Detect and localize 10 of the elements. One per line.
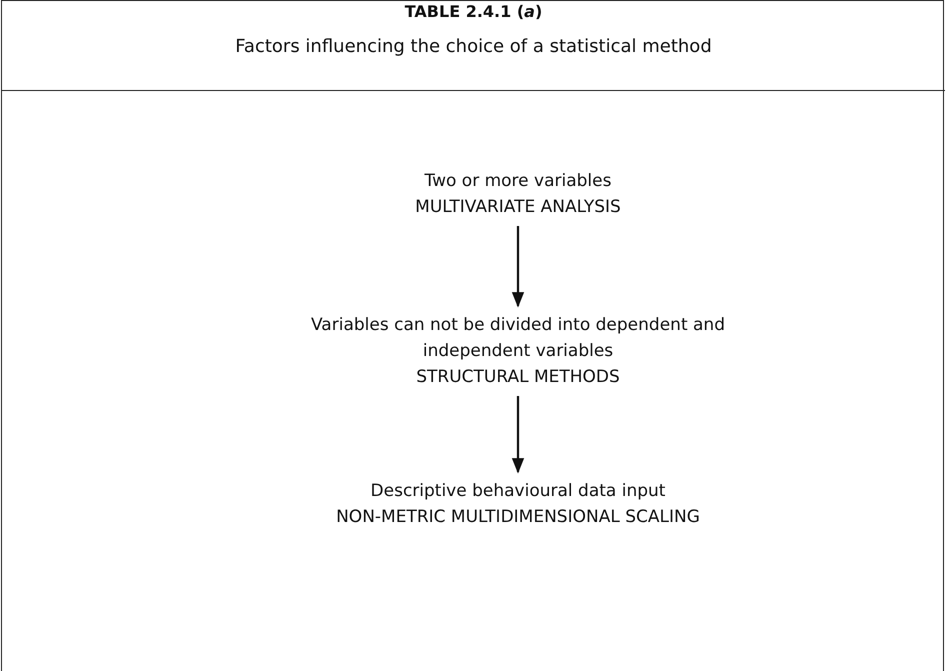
node-description: Two or more variables	[424, 170, 612, 193]
node-description: Descriptive behavioural data input	[370, 480, 666, 503]
node-description: Variables can not be divided into dependent and independent variables	[310, 314, 726, 363]
method-name: STRUCTURAL METHODS	[416, 366, 620, 389]
arrow	[512, 226, 524, 308]
table-subtitle: Factors influencing the choice of a statistical method	[235, 36, 712, 57]
method-name: NON-METRIC MULTIDIMENSIONAL SCALING	[336, 506, 700, 529]
table-title: TABLE 2.4.1 (a)	[404, 2, 542, 21]
arrow	[512, 396, 524, 474]
method-name: MULTIVARIATE ANALYSIS	[415, 196, 621, 219]
